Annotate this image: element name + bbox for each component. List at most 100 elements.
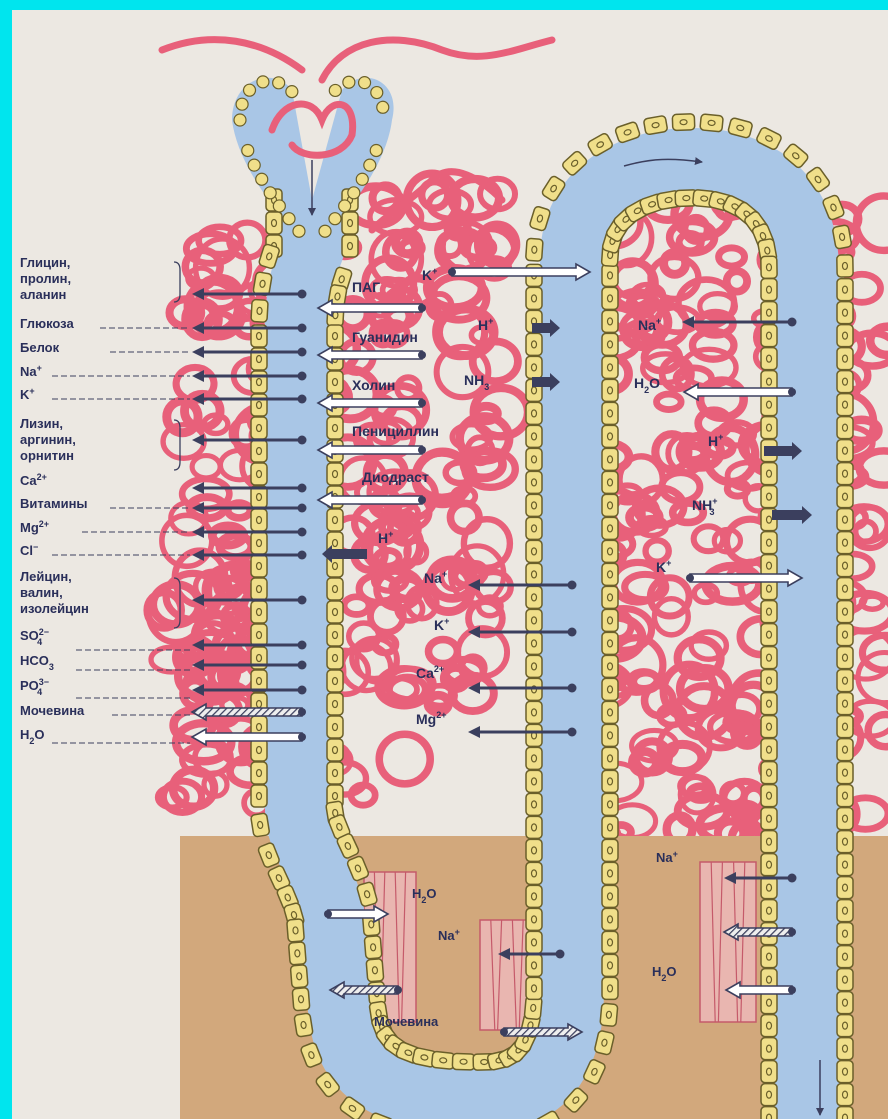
left-labels: Глицин, пролин, аланин Глюкоза Белок Na+… [20, 255, 89, 746]
epithelial-cell [602, 540, 618, 562]
capsule-cell [257, 76, 269, 88]
epithelial-cell [327, 647, 343, 669]
epithelial-cell [526, 356, 542, 378]
capsule-cell [283, 213, 295, 225]
epithelial-cell [837, 762, 853, 784]
capsule-cell [329, 213, 341, 225]
epithelial-cell [837, 348, 853, 370]
epithelial-cell [837, 325, 853, 347]
epithelial-cell [431, 1051, 455, 1069]
epithelial-cell [602, 793, 618, 815]
label-glucose: Глюкоза [20, 316, 74, 331]
epithelial-cell [251, 762, 267, 784]
label-magnesium: Mg2+ [20, 519, 49, 535]
epithelial-cell [602, 931, 618, 953]
epithelial-cell [761, 279, 777, 301]
epithelial-cell [251, 417, 267, 439]
label-valine: валин, [20, 585, 63, 600]
epithelial-cell [342, 212, 358, 234]
capillary-segment [870, 327, 888, 355]
epithelial-cell [761, 256, 777, 278]
diagram-canvas: Глицин, пролин, аланин Глюкоза Белок Na+… [12, 10, 888, 1119]
epithelial-cell [837, 417, 853, 439]
epithelial-cell [837, 1061, 853, 1083]
epithelial-cell [294, 1013, 313, 1037]
group-brace [174, 262, 180, 302]
epithelial-cell [526, 586, 542, 608]
epithelial-cell [761, 302, 777, 324]
epithelial-cell [837, 624, 853, 646]
epithelial-cell [251, 785, 267, 807]
epithelial-cell [837, 693, 853, 715]
epithelial-cell [602, 977, 618, 999]
epithelial-cell [526, 609, 542, 631]
epithelial-cell [526, 816, 542, 838]
epithelial-cell [602, 816, 618, 838]
epithelial-cell [526, 655, 542, 677]
epithelial-cell [837, 486, 853, 508]
epithelial-cell [761, 1084, 777, 1106]
epithelial-cell [761, 1061, 777, 1083]
epithelial-cell [761, 670, 777, 692]
label-distal-potassium: K+ [656, 558, 671, 575]
epithelial-cell [602, 862, 618, 884]
epithelial-cell [837, 532, 853, 554]
epithelial-cell [526, 770, 542, 792]
epithelial-cell [602, 494, 618, 516]
label-sulfate: SO2−4 [20, 627, 49, 647]
epithelial-cell [837, 1038, 853, 1060]
epithelial-cell [837, 440, 853, 462]
epithelial-cell [761, 946, 777, 968]
epithelial-cell [287, 919, 305, 942]
label-guanidine: Гуанидин [352, 329, 418, 345]
epithelial-cell [526, 747, 542, 769]
epithelial-cell [342, 235, 358, 257]
capsule-cell [370, 144, 382, 156]
label-pag: ПАГ [352, 279, 380, 295]
epithelial-cell [761, 647, 777, 669]
epithelial-cell [526, 908, 542, 930]
epithelial-cell [602, 264, 618, 286]
epithelial-cell [761, 463, 777, 485]
epithelial-cell [526, 885, 542, 907]
capsule-cell [339, 200, 351, 212]
epithelial-cell [292, 988, 310, 1011]
label-glycine: Глицин, [20, 255, 70, 270]
epithelial-cell [761, 808, 777, 830]
label-loop-magnesium: Mg2+ [416, 710, 446, 727]
epithelial-cell [761, 900, 777, 922]
epithelial-cell [602, 402, 618, 424]
epithelial-cell [837, 1084, 853, 1106]
epithelial-cell [600, 1003, 618, 1026]
epithelial-cell [526, 632, 542, 654]
label-sodium: Na+ [20, 363, 42, 379]
epithelial-cell [837, 647, 853, 669]
epithelial-cell [602, 770, 618, 792]
epithelial-cell [526, 540, 542, 562]
epithelial-cell [526, 287, 542, 309]
epithelial-cell [837, 601, 853, 623]
nephron-diagram: Глицин, пролин, аланин Глюкоза Белок Na+… [12, 10, 888, 1119]
capillary-segment [657, 394, 682, 409]
epithelial-cell [761, 394, 777, 416]
epithelial-cell [761, 1107, 777, 1119]
epithelial-cell [526, 494, 542, 516]
capsule-cell [242, 144, 254, 156]
epithelial-cell [761, 348, 777, 370]
epithelial-cell [526, 862, 542, 884]
epithelial-cell [602, 839, 618, 861]
epithelial-cell [251, 463, 267, 485]
epithelial-cell [837, 877, 853, 899]
capsule-cell [244, 84, 256, 96]
epithelial-cell [253, 272, 272, 296]
epithelial-cell [837, 670, 853, 692]
epithelial-cell [327, 716, 343, 738]
epithelial-cell [526, 471, 542, 493]
capsule-cell [256, 173, 268, 185]
epithelial-cell [761, 693, 777, 715]
epithelial-cell [327, 463, 343, 485]
epithelial-cell [327, 739, 343, 761]
capsule-cell [293, 225, 305, 237]
epithelial-cell [837, 463, 853, 485]
epithelial-cell [288, 942, 306, 965]
